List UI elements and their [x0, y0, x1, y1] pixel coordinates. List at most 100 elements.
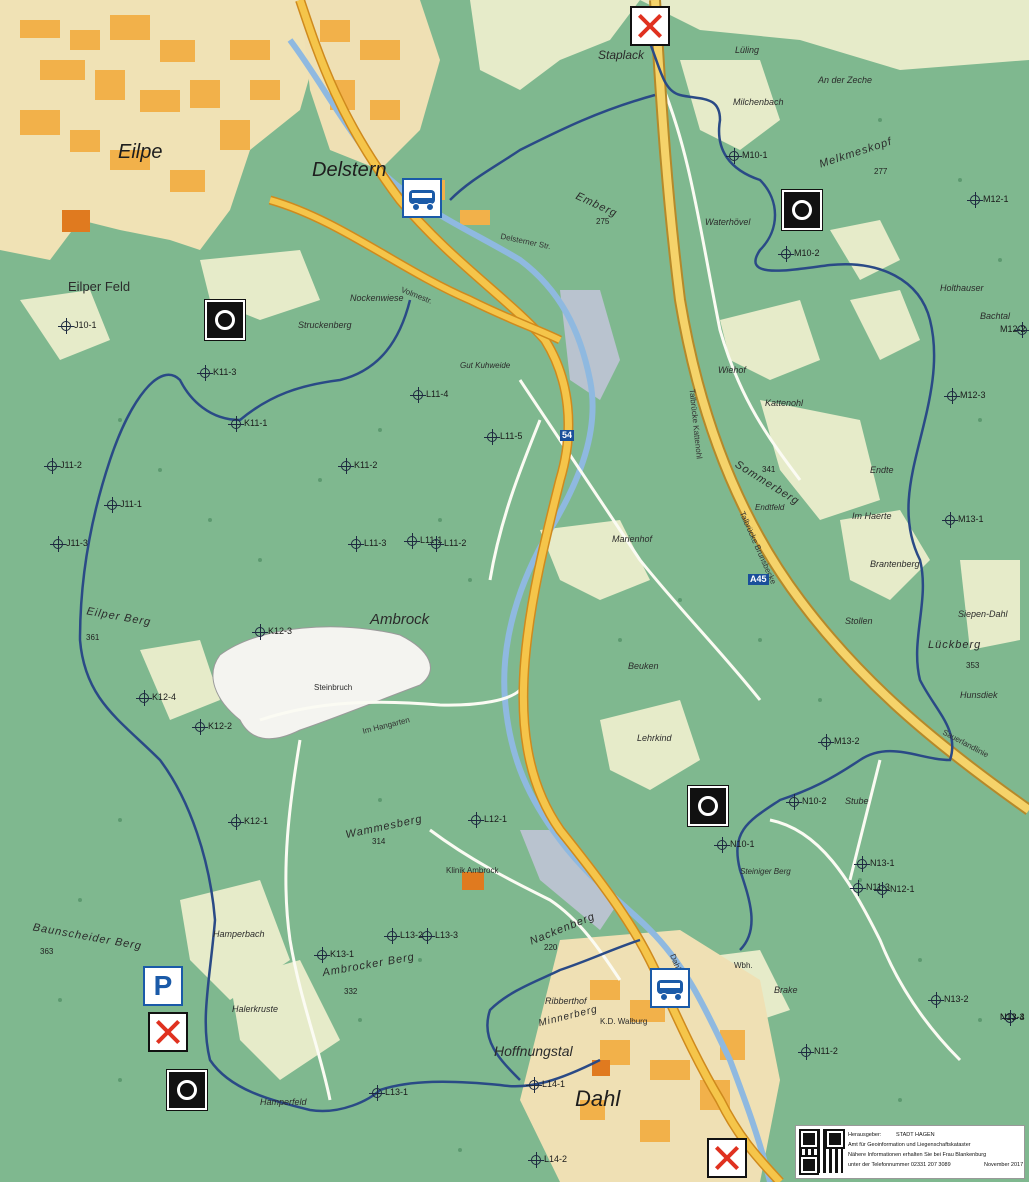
- waypoint-cross-icon[interactable]: [192, 719, 208, 735]
- waypoint-cross-icon[interactable]: [942, 512, 958, 528]
- place-label: Hoffnungstal: [494, 1043, 573, 1059]
- waypoint-cross-icon[interactable]: [369, 1085, 385, 1101]
- waypoint-cross-icon[interactable]: [778, 246, 794, 262]
- start-end-x-icon[interactable]: [148, 1012, 188, 1052]
- school-building: [62, 210, 90, 232]
- checkpoint-circle-icon[interactable]: [781, 189, 823, 231]
- place-label: Stollen: [845, 616, 873, 626]
- waypoint-cross-icon[interactable]: [428, 536, 444, 552]
- waypoint-cross-icon[interactable]: [197, 365, 213, 381]
- place-label: Steinbruch: [314, 683, 353, 692]
- hill-height: 332: [344, 987, 358, 996]
- waypoint-cross-icon[interactable]: [384, 928, 400, 944]
- waypoint-cross-icon[interactable]: [1014, 322, 1029, 338]
- waypoint-cross-icon[interactable]: [338, 458, 354, 474]
- place-label: Klinik Ambrock: [446, 866, 499, 875]
- bus-stop-icon[interactable]: [402, 178, 442, 218]
- qr-code-icon[interactable]: [799, 1129, 845, 1175]
- waypoint-cross-icon[interactable]: [50, 536, 66, 552]
- waypoint-label: M13-2: [834, 736, 860, 746]
- place-label: Wbh.: [734, 961, 753, 970]
- waypoint-cross-icon[interactable]: [104, 497, 120, 513]
- waypoint-label: M13-1: [958, 514, 984, 524]
- waypoint-cross-icon[interactable]: [1002, 1010, 1018, 1026]
- waypoint-cross-icon[interactable]: [136, 690, 152, 706]
- hill-label: Lückberg: [928, 639, 982, 651]
- a45: [651, 0, 1029, 814]
- waypoint-cross-icon[interactable]: [228, 814, 244, 830]
- waypoint-label: J11-1: [120, 499, 142, 509]
- waypoint-cross-icon[interactable]: [44, 458, 60, 474]
- waypoint-cross-icon[interactable]: [348, 536, 364, 552]
- waypoint-cross-icon[interactable]: [786, 794, 802, 810]
- waypoint-label: L11-2: [444, 538, 467, 548]
- waypoint-cross-icon[interactable]: [410, 387, 426, 403]
- waypoint-cross-icon[interactable]: [850, 880, 866, 896]
- waypoint-label: N13-2: [944, 994, 969, 1004]
- publisher-label: Herausgeber:: [848, 1132, 882, 1138]
- waypoint-cross-icon[interactable]: [404, 533, 420, 549]
- waypoint-cross-icon[interactable]: [928, 992, 944, 1008]
- waypoint-label: L13-1: [385, 1087, 409, 1097]
- waypoint-label: K12-4: [152, 692, 177, 702]
- waypoint-label: K12-3: [268, 626, 293, 636]
- waypoint-cross-icon[interactable]: [314, 947, 330, 963]
- waypoint-label: N10-2: [802, 796, 827, 806]
- place-label: Hamperbach: [213, 929, 265, 939]
- waypoint-cross-icon[interactable]: [228, 416, 244, 432]
- waypoint-label: L11-5: [500, 431, 523, 441]
- place-label: Ambrock: [370, 611, 430, 628]
- waypoint-label: J11-3: [66, 538, 88, 548]
- hill-height: 314: [372, 837, 386, 846]
- waypoint-label: N13-1: [870, 858, 895, 868]
- waypoint-cross-icon[interactable]: [967, 192, 983, 208]
- waypoint-cross-icon[interactable]: [252, 624, 268, 640]
- waypoint-label: M12-3: [960, 390, 986, 400]
- checkpoint-circle-icon[interactable]: [687, 785, 729, 827]
- waypoint-cross-icon[interactable]: [854, 856, 870, 872]
- info-text: Nähere Informationen erhalten Sie bei Fr…: [848, 1152, 987, 1158]
- industrial-area-north: [560, 290, 620, 400]
- waypoint-label: L14-1: [542, 1079, 566, 1089]
- start-end-x-icon[interactable]: [630, 6, 670, 46]
- waypoint-label: K12-2: [208, 721, 233, 731]
- waypoint-label: K11-2: [354, 460, 378, 470]
- place-label: Lehrkind: [637, 733, 672, 743]
- road-number-label: A45: [748, 574, 769, 585]
- office-text: Amt für Geoinformation und Liegenschafts…: [848, 1142, 971, 1148]
- place-label: Stube: [845, 796, 869, 806]
- waypoint-cross-icon[interactable]: [526, 1077, 542, 1093]
- waypoint-label: K11-3: [213, 367, 237, 377]
- place-label: Ribberthof: [545, 996, 587, 1006]
- parking-icon[interactable]: P: [143, 966, 183, 1006]
- place-label: Waterhövel: [705, 217, 751, 227]
- waypoint-cross-icon[interactable]: [944, 388, 960, 404]
- hill-height: 275: [596, 217, 610, 226]
- delstern-settlement: [300, 0, 440, 170]
- bus-stop-icon[interactable]: [650, 968, 690, 1008]
- waypoint-cross-icon[interactable]: [468, 812, 484, 828]
- waypoint-cross-icon[interactable]: [419, 928, 435, 944]
- waypoint-cross-icon[interactable]: [818, 734, 834, 750]
- start-end-x-icon[interactable]: [707, 1138, 747, 1178]
- waypoint-cross-icon[interactable]: [58, 318, 74, 334]
- waypoint-cross-icon[interactable]: [528, 1152, 544, 1168]
- waypoint-label: N10-1: [730, 839, 755, 849]
- waypoint-cross-icon[interactable]: [714, 837, 730, 853]
- town-label: Delstern: [312, 159, 387, 181]
- place-label: Halerkruste: [232, 1004, 279, 1014]
- place-label: An der Zeche: [818, 75, 873, 85]
- waypoint-label: L13-3: [435, 930, 459, 940]
- waypoint-cross-icon[interactable]: [874, 882, 890, 898]
- buildings: [20, 15, 745, 1142]
- checkpoint-circle-icon[interactable]: [204, 299, 246, 341]
- place-label: Nockenwiese: [350, 293, 404, 303]
- waypoint-label: K11-1: [244, 418, 268, 428]
- waypoint-cross-icon[interactable]: [798, 1044, 814, 1060]
- place-label: Gut Kuhweide: [460, 361, 511, 370]
- waypoint-cross-icon[interactable]: [484, 429, 500, 445]
- waypoint-cross-icon[interactable]: [726, 148, 742, 164]
- waypoint-label: N11-2: [814, 1046, 838, 1056]
- checkpoint-circle-icon[interactable]: [166, 1069, 208, 1111]
